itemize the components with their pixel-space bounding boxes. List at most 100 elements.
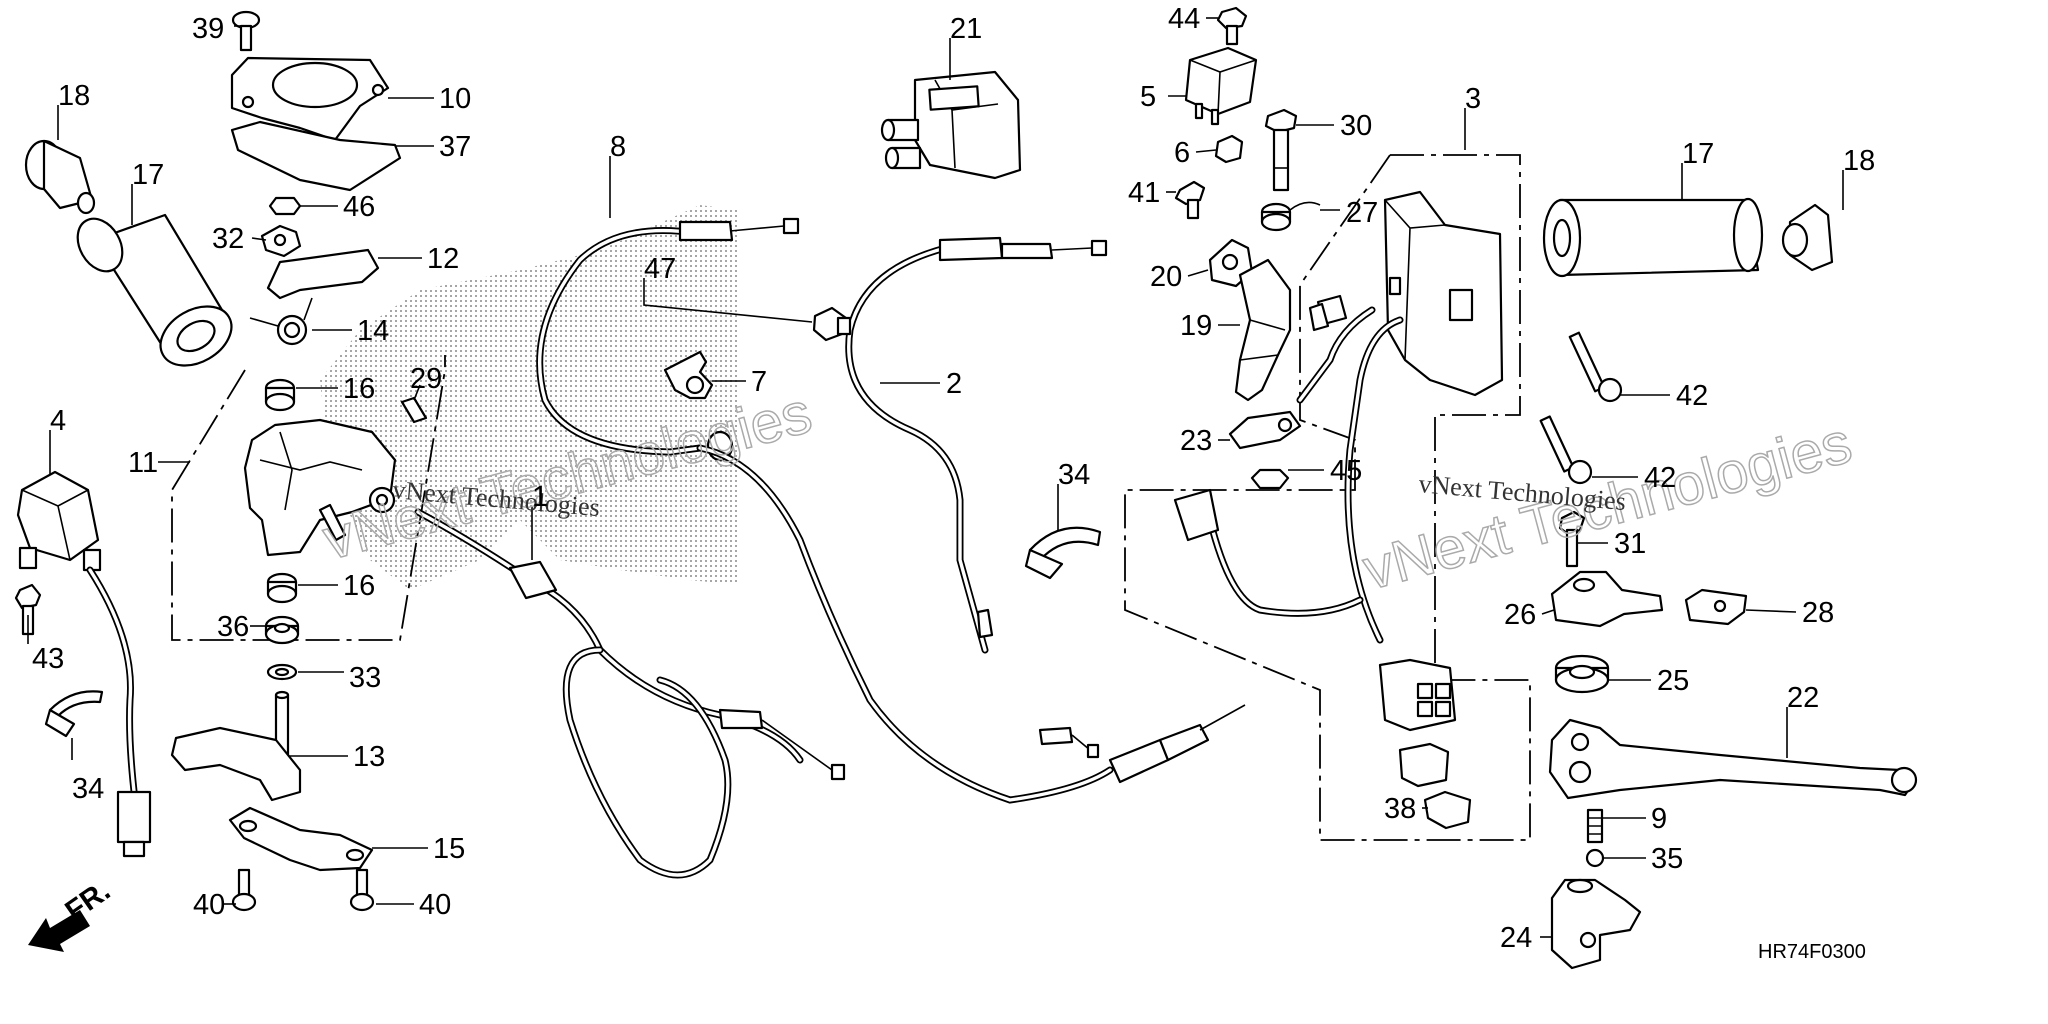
- bolt-30: [1264, 108, 1298, 192]
- callout-12-5: 12: [427, 243, 459, 275]
- gasket-37: [230, 120, 402, 192]
- screw-44: [1216, 6, 1248, 46]
- callout-47-23: 47: [644, 253, 676, 285]
- cover-28: [1684, 588, 1748, 626]
- screws-42: [1539, 331, 1623, 485]
- holder-24: [1550, 878, 1642, 970]
- left-grip-17: [76, 213, 233, 367]
- callout-41-33: 41: [1128, 177, 1160, 209]
- callout-30-32: 30: [1340, 110, 1372, 142]
- callout-23-37: 23: [1180, 425, 1212, 457]
- callout-38-49: 38: [1384, 793, 1416, 825]
- cap-6: [1214, 134, 1244, 164]
- callout-17-40: 17: [1682, 138, 1714, 170]
- relay-5: [1184, 46, 1258, 126]
- callout-46-3: 46: [343, 191, 375, 223]
- callout-7-24: 7: [751, 366, 767, 398]
- cable-2: [845, 236, 1108, 759]
- callout-29-8: 29: [410, 363, 442, 395]
- callout-16-7: 16: [343, 373, 375, 405]
- diagram-code: HR74F0300: [1758, 941, 1866, 963]
- bushing-36: [264, 615, 300, 645]
- callout-26-45: 26: [1504, 599, 1536, 631]
- spring-14: [249, 297, 313, 346]
- callout-42-42: 42: [1676, 380, 1708, 412]
- washer-32: [260, 224, 302, 258]
- callout-4-19: 4: [50, 405, 66, 437]
- callout-44-29: 44: [1168, 3, 1200, 35]
- throttle-housing-11: [243, 418, 397, 557]
- callout-1-25: 1: [532, 481, 548, 513]
- collar-16b: [266, 572, 298, 604]
- bracket-19: [1234, 258, 1292, 402]
- callout-9-50: 9: [1651, 803, 1667, 835]
- bracket-15: [228, 806, 374, 872]
- callout-11-9: 11: [128, 447, 158, 479]
- throttle-lever-13: [170, 690, 302, 802]
- callout-24-52: 24: [1500, 922, 1532, 954]
- callout-40-15: 40: [193, 889, 225, 921]
- callout-32-4: 32: [212, 223, 244, 255]
- callout-8-22: 8: [610, 131, 626, 163]
- cover-10: [230, 56, 390, 142]
- collar-16a: [264, 378, 296, 412]
- callout-18-17: 18: [58, 80, 90, 112]
- callout-31-44: 31: [1614, 528, 1646, 560]
- callout-20-35: 20: [1150, 261, 1182, 293]
- washer-33: [266, 663, 298, 681]
- callout-34-21: 34: [72, 773, 104, 805]
- callout-21-26: 21: [950, 13, 982, 45]
- callout-10-1: 10: [439, 83, 471, 115]
- callout-42-43: 42: [1644, 462, 1676, 494]
- callout-3-39: 3: [1465, 83, 1481, 115]
- clip-34-mid: [1024, 526, 1102, 580]
- callout-40-16: 40: [419, 889, 451, 921]
- screw-31: [1558, 510, 1586, 568]
- callout-18-41: 18: [1843, 145, 1875, 177]
- spring-27: [1260, 201, 1321, 232]
- callout-45-38: 45: [1330, 455, 1362, 487]
- callout-34-28: 34: [1058, 459, 1090, 491]
- callout-33-12: 33: [349, 662, 381, 694]
- callout-43-20: 43: [32, 643, 64, 675]
- callout-28-46: 28: [1802, 597, 1834, 629]
- nut-46: [268, 196, 302, 216]
- holder-23: [1228, 410, 1302, 450]
- callout-15-14: 15: [433, 833, 465, 865]
- callout-16-10: 16: [343, 570, 375, 602]
- clip-34-left: [44, 690, 104, 738]
- callout-13-13: 13: [353, 741, 385, 773]
- screw-39: [231, 10, 261, 52]
- switch-26: [1550, 570, 1664, 628]
- spacer-25: [1554, 654, 1610, 694]
- callout-5-30: 5: [1140, 81, 1156, 113]
- callout-25-47: 25: [1657, 665, 1689, 697]
- screw-41: [1174, 180, 1206, 220]
- callout-27-34: 27: [1346, 197, 1378, 229]
- brake-lever-22: [1548, 718, 1918, 800]
- callout-19-36: 19: [1180, 310, 1212, 342]
- callout-2-27: 2: [946, 368, 962, 400]
- nut-45: [1250, 468, 1290, 490]
- spring-9: [1586, 808, 1604, 844]
- front-arrow: FR.: [28, 875, 116, 952]
- switch-4: [16, 470, 152, 858]
- pin-29: [400, 396, 428, 424]
- plate-12: [266, 248, 380, 300]
- clip-7: [663, 350, 714, 400]
- ball-35: [1585, 848, 1605, 868]
- clip-38: [1423, 790, 1472, 830]
- callout-14-6: 14: [357, 315, 389, 347]
- callout-17-18: 17: [132, 159, 164, 191]
- end-cap-18: [1781, 203, 1834, 272]
- callout-35-51: 35: [1651, 843, 1683, 875]
- right-grip-17: [1542, 197, 1764, 278]
- callout-37-2: 37: [439, 131, 471, 163]
- callout-6-31: 6: [1174, 137, 1190, 169]
- callout-22-48: 22: [1787, 682, 1819, 714]
- leader-lines: [27, 17, 1844, 938]
- cable-1: [414, 444, 1246, 879]
- switch-housing-3: [1173, 190, 1504, 788]
